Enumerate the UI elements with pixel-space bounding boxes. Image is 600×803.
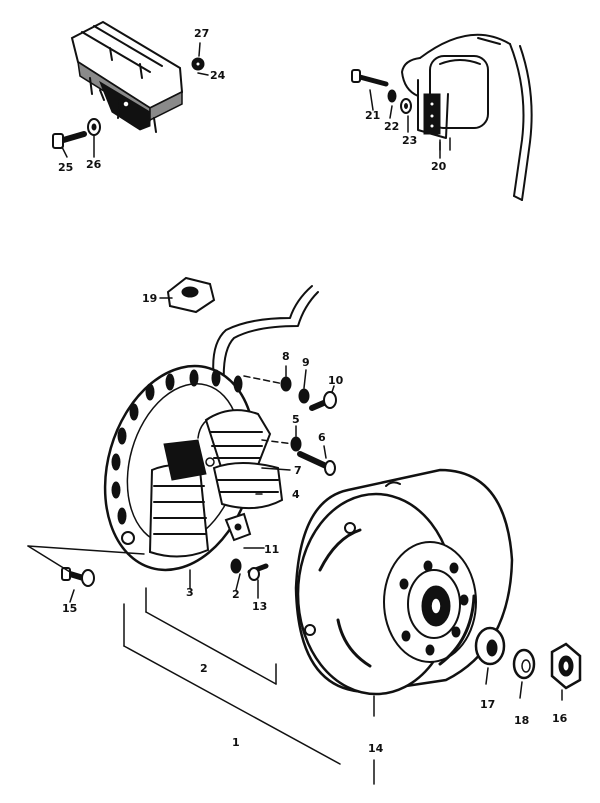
callout-5: 5 — [292, 413, 300, 426]
stator-coil-assembly — [148, 409, 284, 558]
callout-23: 23 — [402, 134, 417, 147]
stator-screw-lower — [247, 563, 269, 581]
cdi-washer — [87, 118, 101, 136]
stator-washer-lower — [230, 558, 242, 574]
callout-2-small: 2 — [232, 588, 240, 601]
callout-6: 6 — [318, 431, 326, 444]
callout-9: 9 — [302, 356, 310, 369]
callout-10: 10 — [328, 374, 344, 387]
callout-20: 20 — [431, 160, 447, 173]
coil-lock-washer — [387, 89, 397, 103]
callout-labels: 27 24 25 26 21 22 23 20 19 8 9 10 5 6 7 … — [58, 27, 568, 755]
callout-17: 17 — [480, 698, 495, 711]
callout-27: 27 — [194, 27, 209, 40]
wire-harness — [212, 285, 319, 387]
stator-lock-washer-top — [298, 388, 310, 404]
callout-26: 26 — [86, 158, 102, 171]
leader-lines — [27, 42, 563, 785]
stator-screw-mid — [297, 451, 336, 476]
callout-8: 8 — [282, 350, 290, 363]
callout-7: 7 — [294, 464, 302, 477]
coil-mount-bolt — [351, 69, 389, 87]
callout-13: 13 — [252, 600, 267, 613]
callout-1: 1 — [232, 736, 240, 749]
stator-lock-washer-mid — [290, 436, 302, 452]
callout-22: 22 — [384, 120, 399, 133]
stator-washer-top — [280, 376, 292, 392]
stator-screw-top — [309, 391, 337, 411]
callout-2-bracket: 2 — [200, 662, 208, 675]
rotor-nut — [550, 642, 582, 690]
rotor-lock-washer — [512, 648, 536, 680]
callout-15: 15 — [62, 602, 77, 615]
callout-11: 11 — [264, 543, 279, 556]
base-plate-screw — [61, 567, 95, 587]
coil-washer — [400, 98, 412, 114]
callout-14: 14 — [368, 742, 384, 755]
callout-24: 24 — [210, 69, 226, 82]
callout-3: 3 — [186, 586, 194, 599]
rotor-washer — [474, 626, 506, 666]
wire-grommet — [166, 276, 216, 314]
callout-21: 21 — [365, 109, 380, 122]
callout-19: 19 — [142, 292, 157, 305]
ignition-coil — [401, 33, 533, 201]
flywheel-rotor — [294, 468, 514, 696]
callout-18: 18 — [514, 714, 529, 727]
cdi-unit — [70, 20, 184, 133]
cdi-mount-bolt — [52, 131, 87, 149]
cdi-nut — [191, 57, 205, 71]
callout-25: 25 — [58, 161, 73, 174]
callout-16: 16 — [552, 712, 568, 725]
callout-4: 4 — [292, 488, 300, 501]
